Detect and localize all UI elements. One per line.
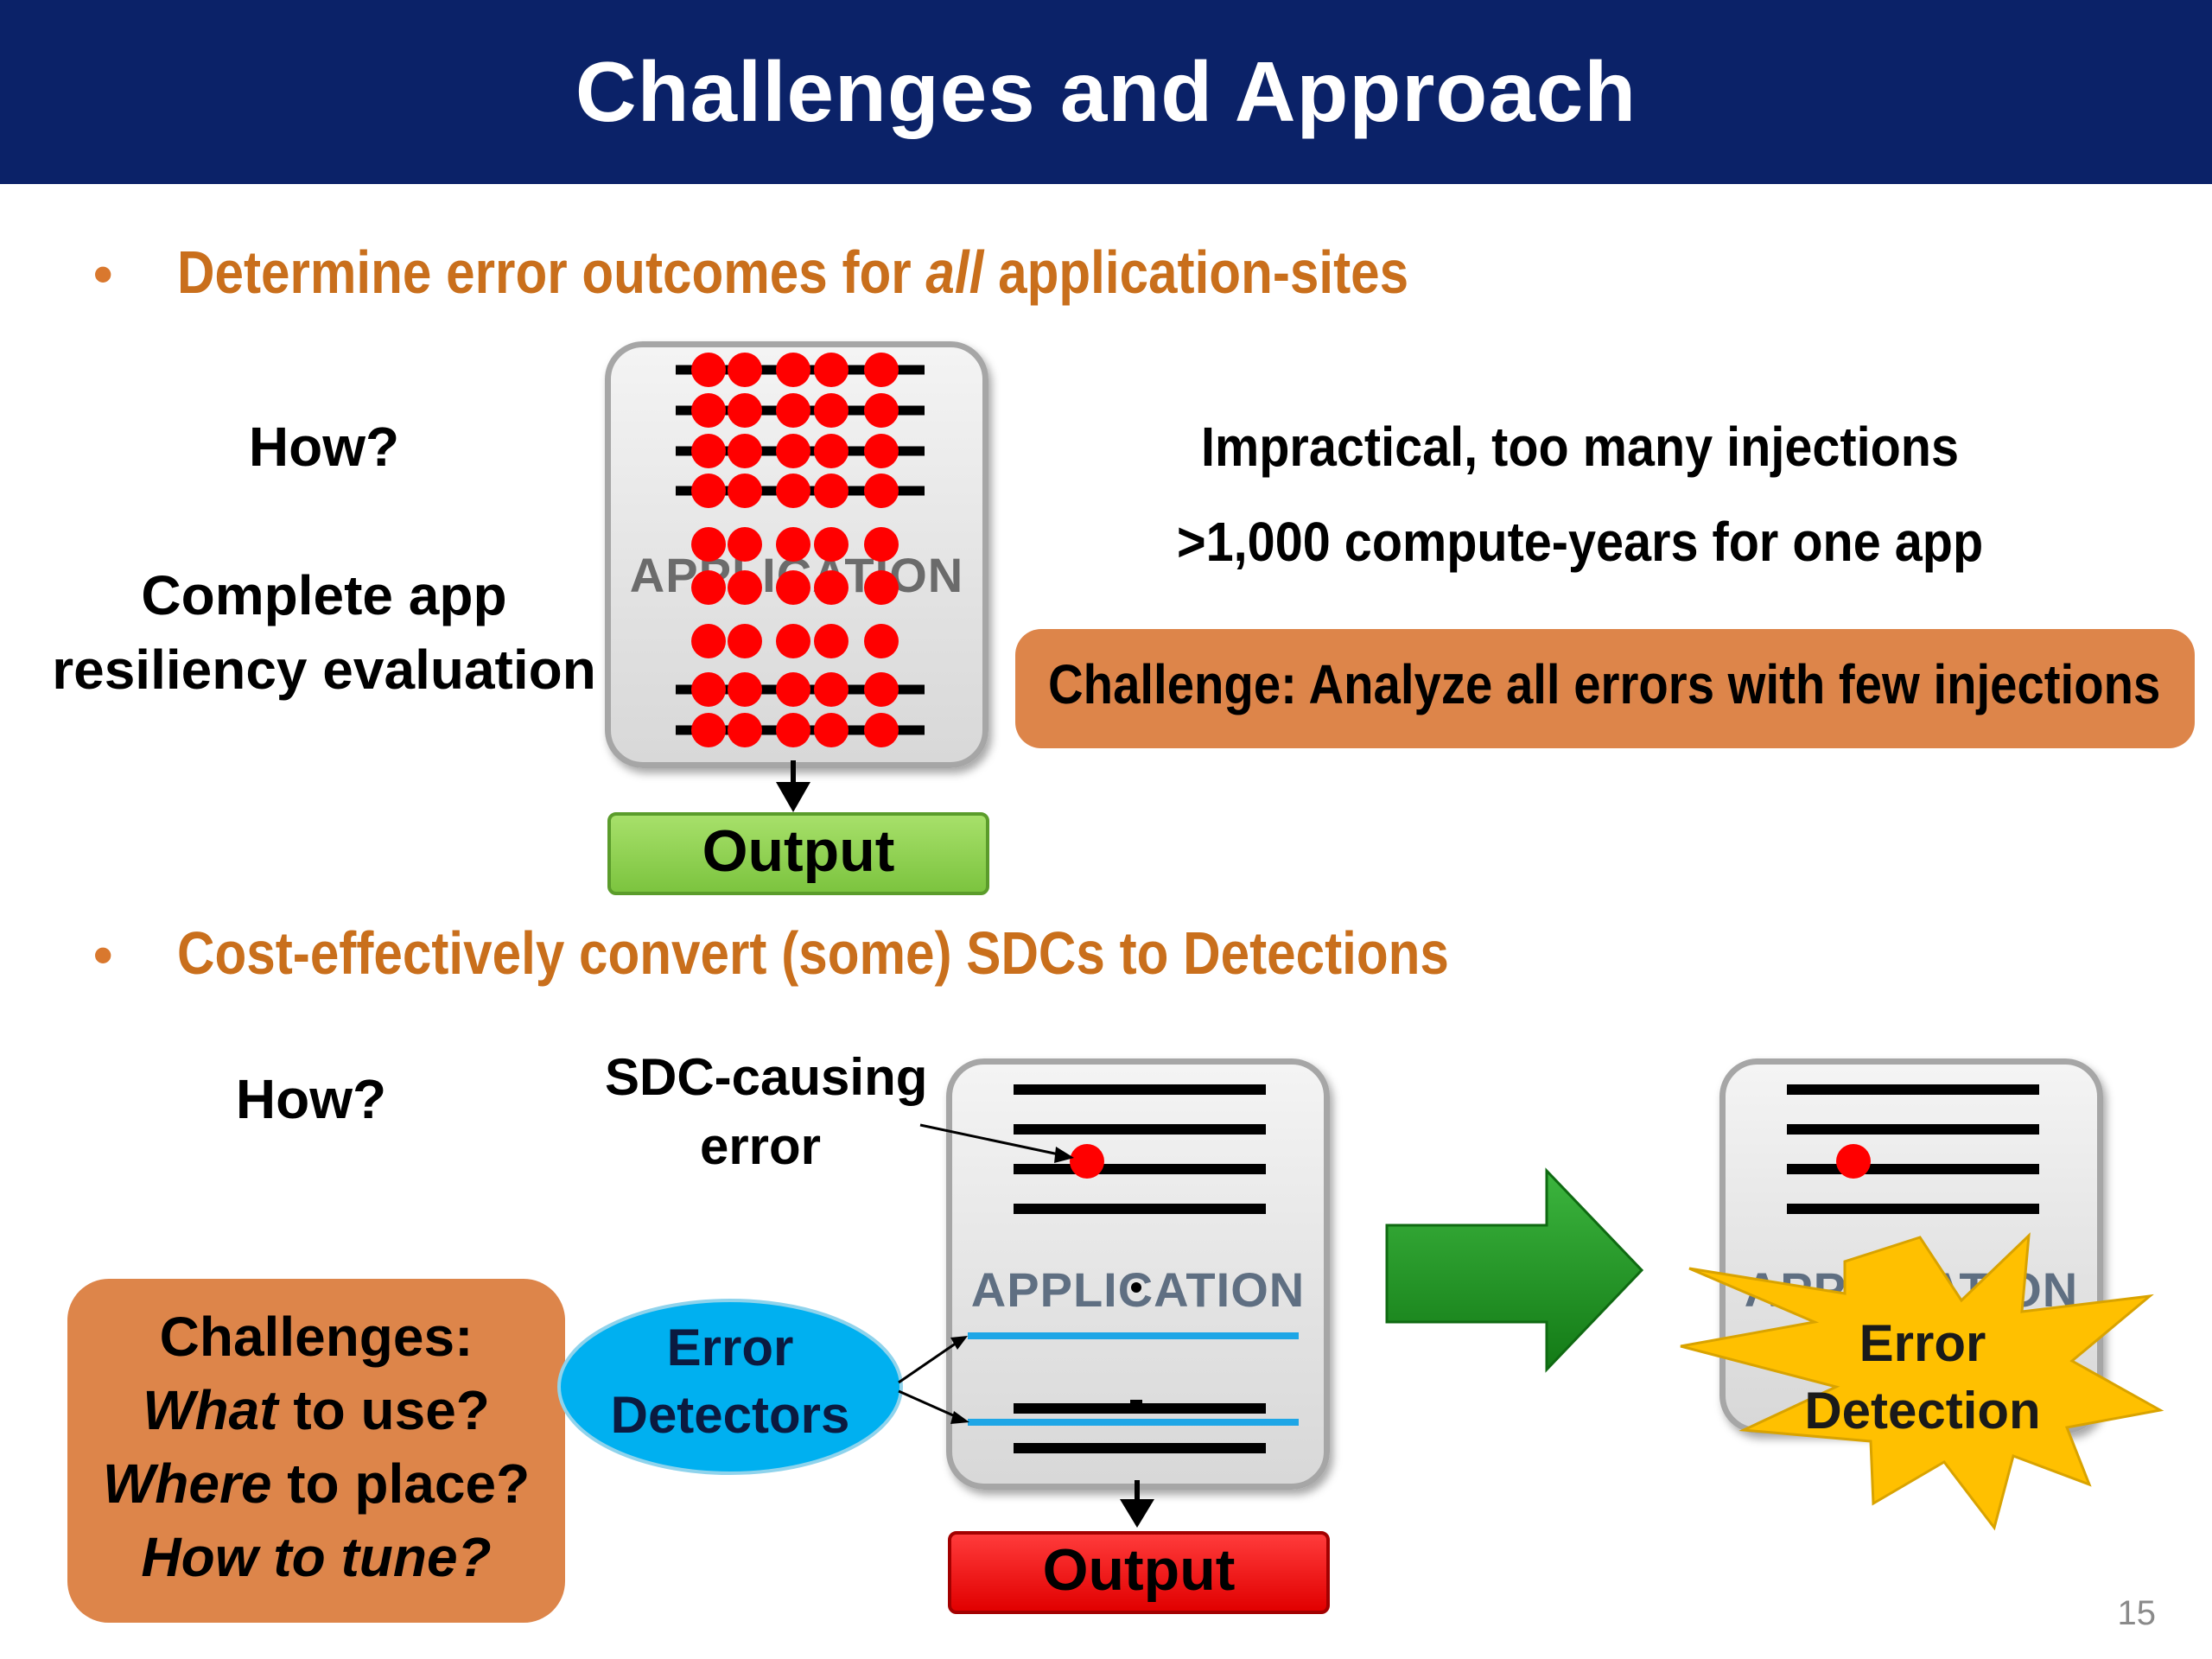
error-dot: [728, 672, 762, 707]
error-dot: [814, 672, 849, 707]
sdc-label-line2: error: [699, 1117, 822, 1175]
complete-label-line1: Complete app: [141, 564, 507, 626]
slide-title: Challenges and Approach: [575, 44, 1637, 139]
error-dot: [728, 474, 762, 508]
error-dot: [776, 527, 810, 562]
error-dot: [728, 624, 762, 658]
error-dot: [864, 527, 899, 562]
error-dot: [814, 434, 849, 468]
error-dot: [728, 353, 762, 387]
page-number: 15: [2117, 1594, 2157, 1632]
challenge-text-top: Challenge: Analyze all errors with few i…: [1048, 653, 2161, 715]
bullet-1: Determine error outcomes for all applica…: [177, 238, 1409, 306]
error-dot: [776, 474, 810, 508]
error-dot: [776, 570, 810, 605]
error-dot: [691, 393, 726, 428]
error-dot: [814, 353, 849, 387]
output-label-bottom: Output: [1042, 1537, 1236, 1603]
detectors-line2: Detectors: [610, 1386, 850, 1444]
error-dot: [728, 713, 762, 747]
impractical-text: Impractical, too many injections: [1201, 416, 1960, 478]
error-dot: [864, 393, 899, 428]
error-dot: [728, 434, 762, 468]
detection-line1: Error: [1859, 1314, 1986, 1372]
error-dot: [776, 713, 810, 747]
error-dot: [776, 624, 810, 658]
error-dot: [814, 713, 849, 747]
sdc-label-line1: SDC-causing: [605, 1048, 928, 1106]
error-dot: [814, 570, 849, 605]
error-dot: [814, 393, 849, 428]
error-dot: [728, 570, 762, 605]
challenge-question-what: What to use?: [143, 1379, 490, 1441]
error-dot: [776, 672, 810, 707]
challenge-box-top: [1015, 629, 2195, 748]
error-dot: [691, 570, 726, 605]
challenge-question-where: Where to place?: [102, 1452, 531, 1515]
error-dot: [864, 570, 899, 605]
error-dot: [691, 434, 726, 468]
challenges-box-bottom: [67, 1279, 565, 1623]
how-label-top: How?: [248, 416, 400, 478]
error-dot: [691, 353, 726, 387]
output-box-top: [607, 812, 989, 895]
output-box-bottom: [948, 1531, 1330, 1614]
error-dot: [814, 624, 849, 658]
error-dot: [691, 527, 726, 562]
detection-line2: Detection: [1804, 1382, 2041, 1440]
error-dot: [728, 393, 762, 428]
detectors-line1: Error: [666, 1319, 794, 1376]
error-dot: [776, 393, 810, 428]
bullet-marker: •: [93, 243, 113, 305]
error-dot: [864, 474, 899, 508]
error-dot: [864, 353, 899, 387]
error-dot: [691, 624, 726, 658]
error-dot: [728, 527, 762, 562]
challenge-question-how: How to tune?: [141, 1526, 492, 1588]
error-dot: [814, 474, 849, 508]
complete-label-line2: resiliency evaluation: [52, 639, 596, 701]
error-dot: [864, 672, 899, 707]
error-dot: [864, 624, 899, 658]
title-bar: [0, 0, 2212, 184]
error-dot: [691, 672, 726, 707]
error-dot: [776, 434, 810, 468]
bullet-2: Cost-effectively convert (some) SDCs to …: [177, 919, 1449, 987]
error-dot: [691, 474, 726, 508]
how-label-bottom: How?: [235, 1068, 387, 1130]
error-dot: [814, 527, 849, 562]
bullet-marker-2: •: [93, 924, 113, 986]
output-label-top: Output: [702, 818, 895, 884]
challenges-title: Challenges:: [159, 1306, 474, 1368]
error-dot: [864, 434, 899, 468]
error-dot: [691, 713, 726, 747]
error-dot: [776, 353, 810, 387]
compute-years-text: >1,000 compute-years for one app: [1177, 511, 1984, 573]
error-dot: [864, 713, 899, 747]
